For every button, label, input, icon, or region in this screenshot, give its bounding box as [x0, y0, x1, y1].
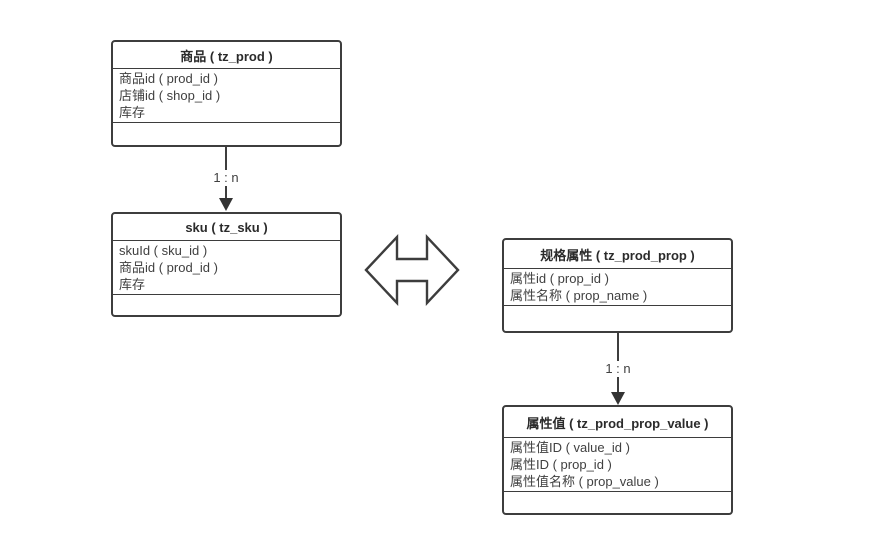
- entity-field: 店铺id ( shop_id ): [119, 88, 221, 103]
- entity-table-tz-prod-prop: 规格属性 ( tz_prod_prop ) 属性id ( prop_id ) 属…: [502, 238, 733, 333]
- entity-field-list: skuId ( sku_id ) 商品id ( prod_id ) 库存: [113, 241, 340, 295]
- entity-empty-section: [113, 295, 340, 315]
- entity-empty-section: [504, 306, 731, 331]
- entity-field: 商品id ( prod_id ): [119, 260, 218, 275]
- entity-field-list: 属性id ( prop_id ) 属性名称 ( prop_name ): [504, 269, 731, 306]
- entity-table-tz-sku: sku ( tz_sku ) skuId ( sku_id ) 商品id ( p…: [111, 212, 342, 317]
- arrowhead-down-icon: [219, 198, 233, 211]
- entity-field: 库存: [119, 277, 146, 292]
- double-arrow-icon: [364, 233, 460, 307]
- arrowhead-down-icon: [611, 392, 625, 405]
- entity-field: 商品id ( prod_id ): [119, 71, 218, 86]
- entity-field-list: 商品id ( prod_id ) 店铺id ( shop_id ) 库存: [113, 69, 340, 123]
- entity-field: 属性值名称 ( prop_value ): [510, 474, 659, 489]
- entity-table-title: 商品 ( tz_prod ): [113, 42, 340, 69]
- entity-table-tz-prod: 商品 ( tz_prod ) 商品id ( prod_id ) 店铺id ( s…: [111, 40, 342, 147]
- entity-field-list: 属性值ID ( value_id ) 属性ID ( prop_id ) 属性值名…: [504, 438, 731, 492]
- entity-table-title: sku ( tz_sku ): [113, 214, 340, 241]
- entity-empty-section: [113, 123, 340, 145]
- entity-table-tz-prod-prop-value: 属性值 ( tz_prod_prop_value ) 属性值ID ( value…: [502, 405, 733, 515]
- entity-table-title: 属性值 ( tz_prod_prop_value ): [504, 407, 731, 438]
- entity-field: skuId ( sku_id ): [119, 243, 208, 258]
- entity-field: 属性名称 ( prop_name ): [510, 288, 648, 303]
- entity-field: 属性ID ( prop_id ): [510, 457, 612, 472]
- entity-field: 属性id ( prop_id ): [510, 271, 609, 286]
- entity-field: 库存: [119, 105, 146, 120]
- cardinality-label: 1 : n: [597, 361, 639, 377]
- entity-field: 属性值ID ( value_id ): [510, 440, 630, 455]
- entity-empty-section: [504, 492, 731, 513]
- cardinality-label: 1 : n: [205, 170, 247, 186]
- entity-table-title: 规格属性 ( tz_prod_prop ): [504, 240, 731, 269]
